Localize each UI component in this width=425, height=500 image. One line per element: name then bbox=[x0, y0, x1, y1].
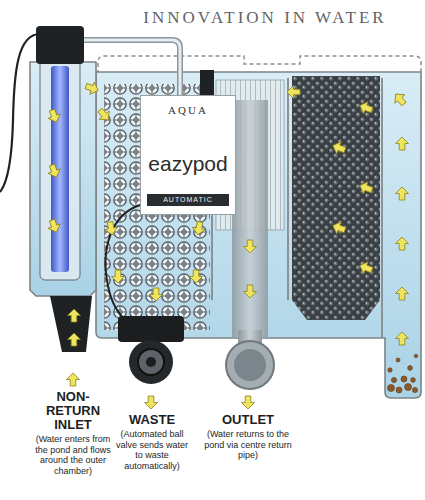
sediment-grain bbox=[401, 376, 407, 382]
pod-connector bbox=[200, 70, 214, 96]
flow-arrow bbox=[104, 221, 119, 236]
air-hose bbox=[84, 40, 180, 95]
power-cable bbox=[0, 34, 40, 192]
waste-pipe-bore bbox=[138, 349, 164, 375]
flow-arrow bbox=[46, 218, 63, 235]
flow-arrow bbox=[145, 396, 158, 409]
uv-sleeve bbox=[40, 44, 80, 280]
uv-cap bbox=[36, 26, 84, 64]
flow-arrow bbox=[150, 288, 163, 301]
outlet-pipe bbox=[226, 341, 274, 389]
label-slot: WASTE bbox=[114, 413, 190, 427]
sediment-grain bbox=[396, 387, 402, 393]
sediment bbox=[388, 354, 418, 393]
callout-heading: OUTLET bbox=[196, 413, 300, 427]
ball-valve-body bbox=[118, 316, 184, 342]
sediment-grain bbox=[412, 387, 417, 392]
flow-arrow bbox=[68, 333, 81, 346]
flow-arrow bbox=[358, 179, 375, 196]
flow-arrow bbox=[331, 139, 348, 156]
callout-note: (Water enters from the pond and flows ar… bbox=[34, 434, 112, 476]
air-hose-core bbox=[84, 40, 180, 95]
callout-heading: NON-RETURN INLET bbox=[34, 390, 112, 432]
flow-arrow bbox=[391, 90, 409, 108]
flow-arrow bbox=[358, 259, 375, 276]
flow-arrow bbox=[46, 163, 63, 180]
flow-arrow bbox=[190, 270, 203, 283]
flow-arrow bbox=[191, 221, 206, 236]
title-slot: INNOVATION IN WATER bbox=[108, 8, 422, 28]
flow-arrow bbox=[396, 237, 409, 250]
non-return-inlet bbox=[50, 296, 92, 352]
sediment-grain bbox=[405, 384, 412, 391]
flow-arrow bbox=[396, 332, 409, 345]
flow-arrow bbox=[68, 309, 81, 322]
flow-arrow bbox=[287, 86, 300, 99]
sediment-grain bbox=[411, 378, 416, 383]
label-slot: (Water returns to the pond via centre re… bbox=[196, 429, 300, 461]
callout-heading: WASTE bbox=[114, 413, 190, 427]
filter-tank bbox=[96, 72, 421, 398]
sediment-grain bbox=[396, 358, 400, 362]
flow-arrow bbox=[95, 106, 113, 124]
sediment-grain bbox=[388, 385, 395, 392]
bead-media bbox=[292, 76, 380, 320]
flow-arrow bbox=[244, 240, 257, 253]
callout-note: (Automated ball valve sends water to was… bbox=[114, 429, 190, 471]
flow-arrow bbox=[396, 187, 409, 200]
sediment-grain bbox=[414, 354, 418, 358]
mode-badge: AUTOMATIC bbox=[147, 194, 229, 206]
flow-arrow bbox=[331, 219, 348, 236]
callout-note: (Water returns to the pond via centre re… bbox=[196, 429, 300, 461]
label-slot: NON-RETURN INLET bbox=[34, 390, 112, 432]
waste-pipe-core bbox=[146, 357, 156, 367]
brand-name: AQUA bbox=[168, 104, 208, 117]
flow-arrow bbox=[396, 287, 409, 300]
flow-arrow bbox=[46, 108, 63, 125]
sediment-grain bbox=[408, 366, 413, 371]
eazypod-unit: AQUA eazypodAUTOMATIC bbox=[140, 95, 236, 215]
label-slot: OUTLET bbox=[196, 413, 300, 427]
flow-arrow bbox=[244, 285, 257, 298]
return-pipe bbox=[232, 100, 268, 338]
label-slot: (Automated ball valve sends water to was… bbox=[114, 429, 190, 471]
brand-title: INNOVATION IN WATER bbox=[108, 8, 422, 28]
outlet-pipe-bore bbox=[234, 349, 266, 381]
flow-arrow bbox=[84, 80, 101, 97]
waste-pipe bbox=[129, 340, 173, 384]
flow-arrow bbox=[112, 270, 125, 283]
flow-arrow bbox=[396, 137, 409, 150]
flow-arrow bbox=[242, 396, 255, 409]
sediment-grain bbox=[388, 368, 392, 372]
product-name: eazypod bbox=[148, 151, 227, 176]
label-slot: (Water enters from the pond and flows ar… bbox=[34, 434, 112, 476]
sediment-grain bbox=[391, 377, 396, 382]
flow-arrow bbox=[358, 99, 375, 116]
flow-arrow bbox=[67, 373, 80, 386]
